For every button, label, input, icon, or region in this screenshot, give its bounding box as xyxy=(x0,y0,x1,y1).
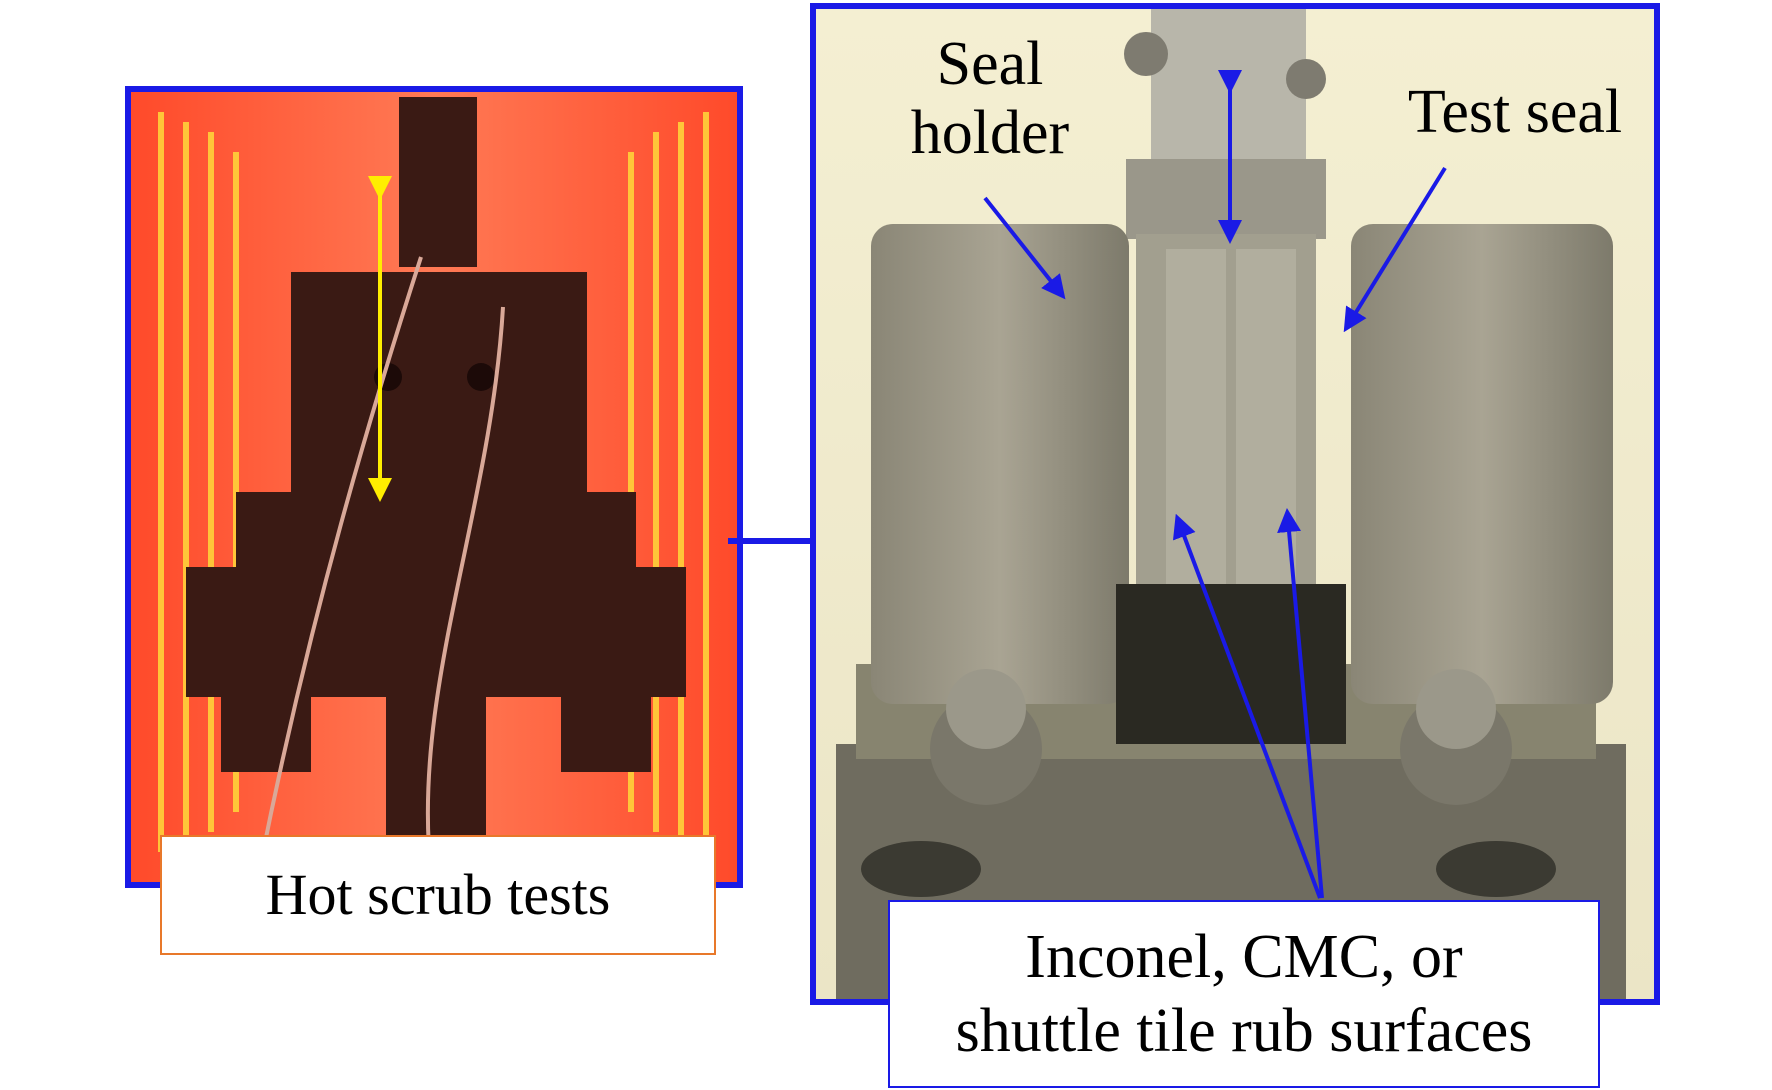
hot-scrub-caption-text: Hot scrub tests xyxy=(265,862,611,928)
rub-surfaces-caption: Inconel, CMC, or shuttle tile rub surfac… xyxy=(888,900,1600,1088)
hot-scrub-photo-frame xyxy=(125,86,743,888)
rub-surface-pointer-right xyxy=(1277,508,1324,899)
seal-holder-label: Seal holder xyxy=(870,30,1110,169)
rub-surface-pointer-left xyxy=(1172,513,1322,899)
test-seal-pointer xyxy=(1343,166,1447,333)
rub-surfaces-line2: shuttle tile rub surfaces xyxy=(955,997,1533,1065)
test-seal-label: Test seal xyxy=(1407,78,1623,146)
seal-holder-line2: holder xyxy=(910,99,1070,168)
seal-holder-pointer xyxy=(983,196,1066,300)
hot-scrub-photo xyxy=(131,92,737,882)
rub-surfaces-line1: Inconel, CMC, or xyxy=(1025,922,1463,991)
seal-holder-line1: Seal xyxy=(936,30,1044,98)
hot-scrub-caption: Hot scrub tests xyxy=(160,835,716,955)
panel-connector-line xyxy=(728,538,812,544)
